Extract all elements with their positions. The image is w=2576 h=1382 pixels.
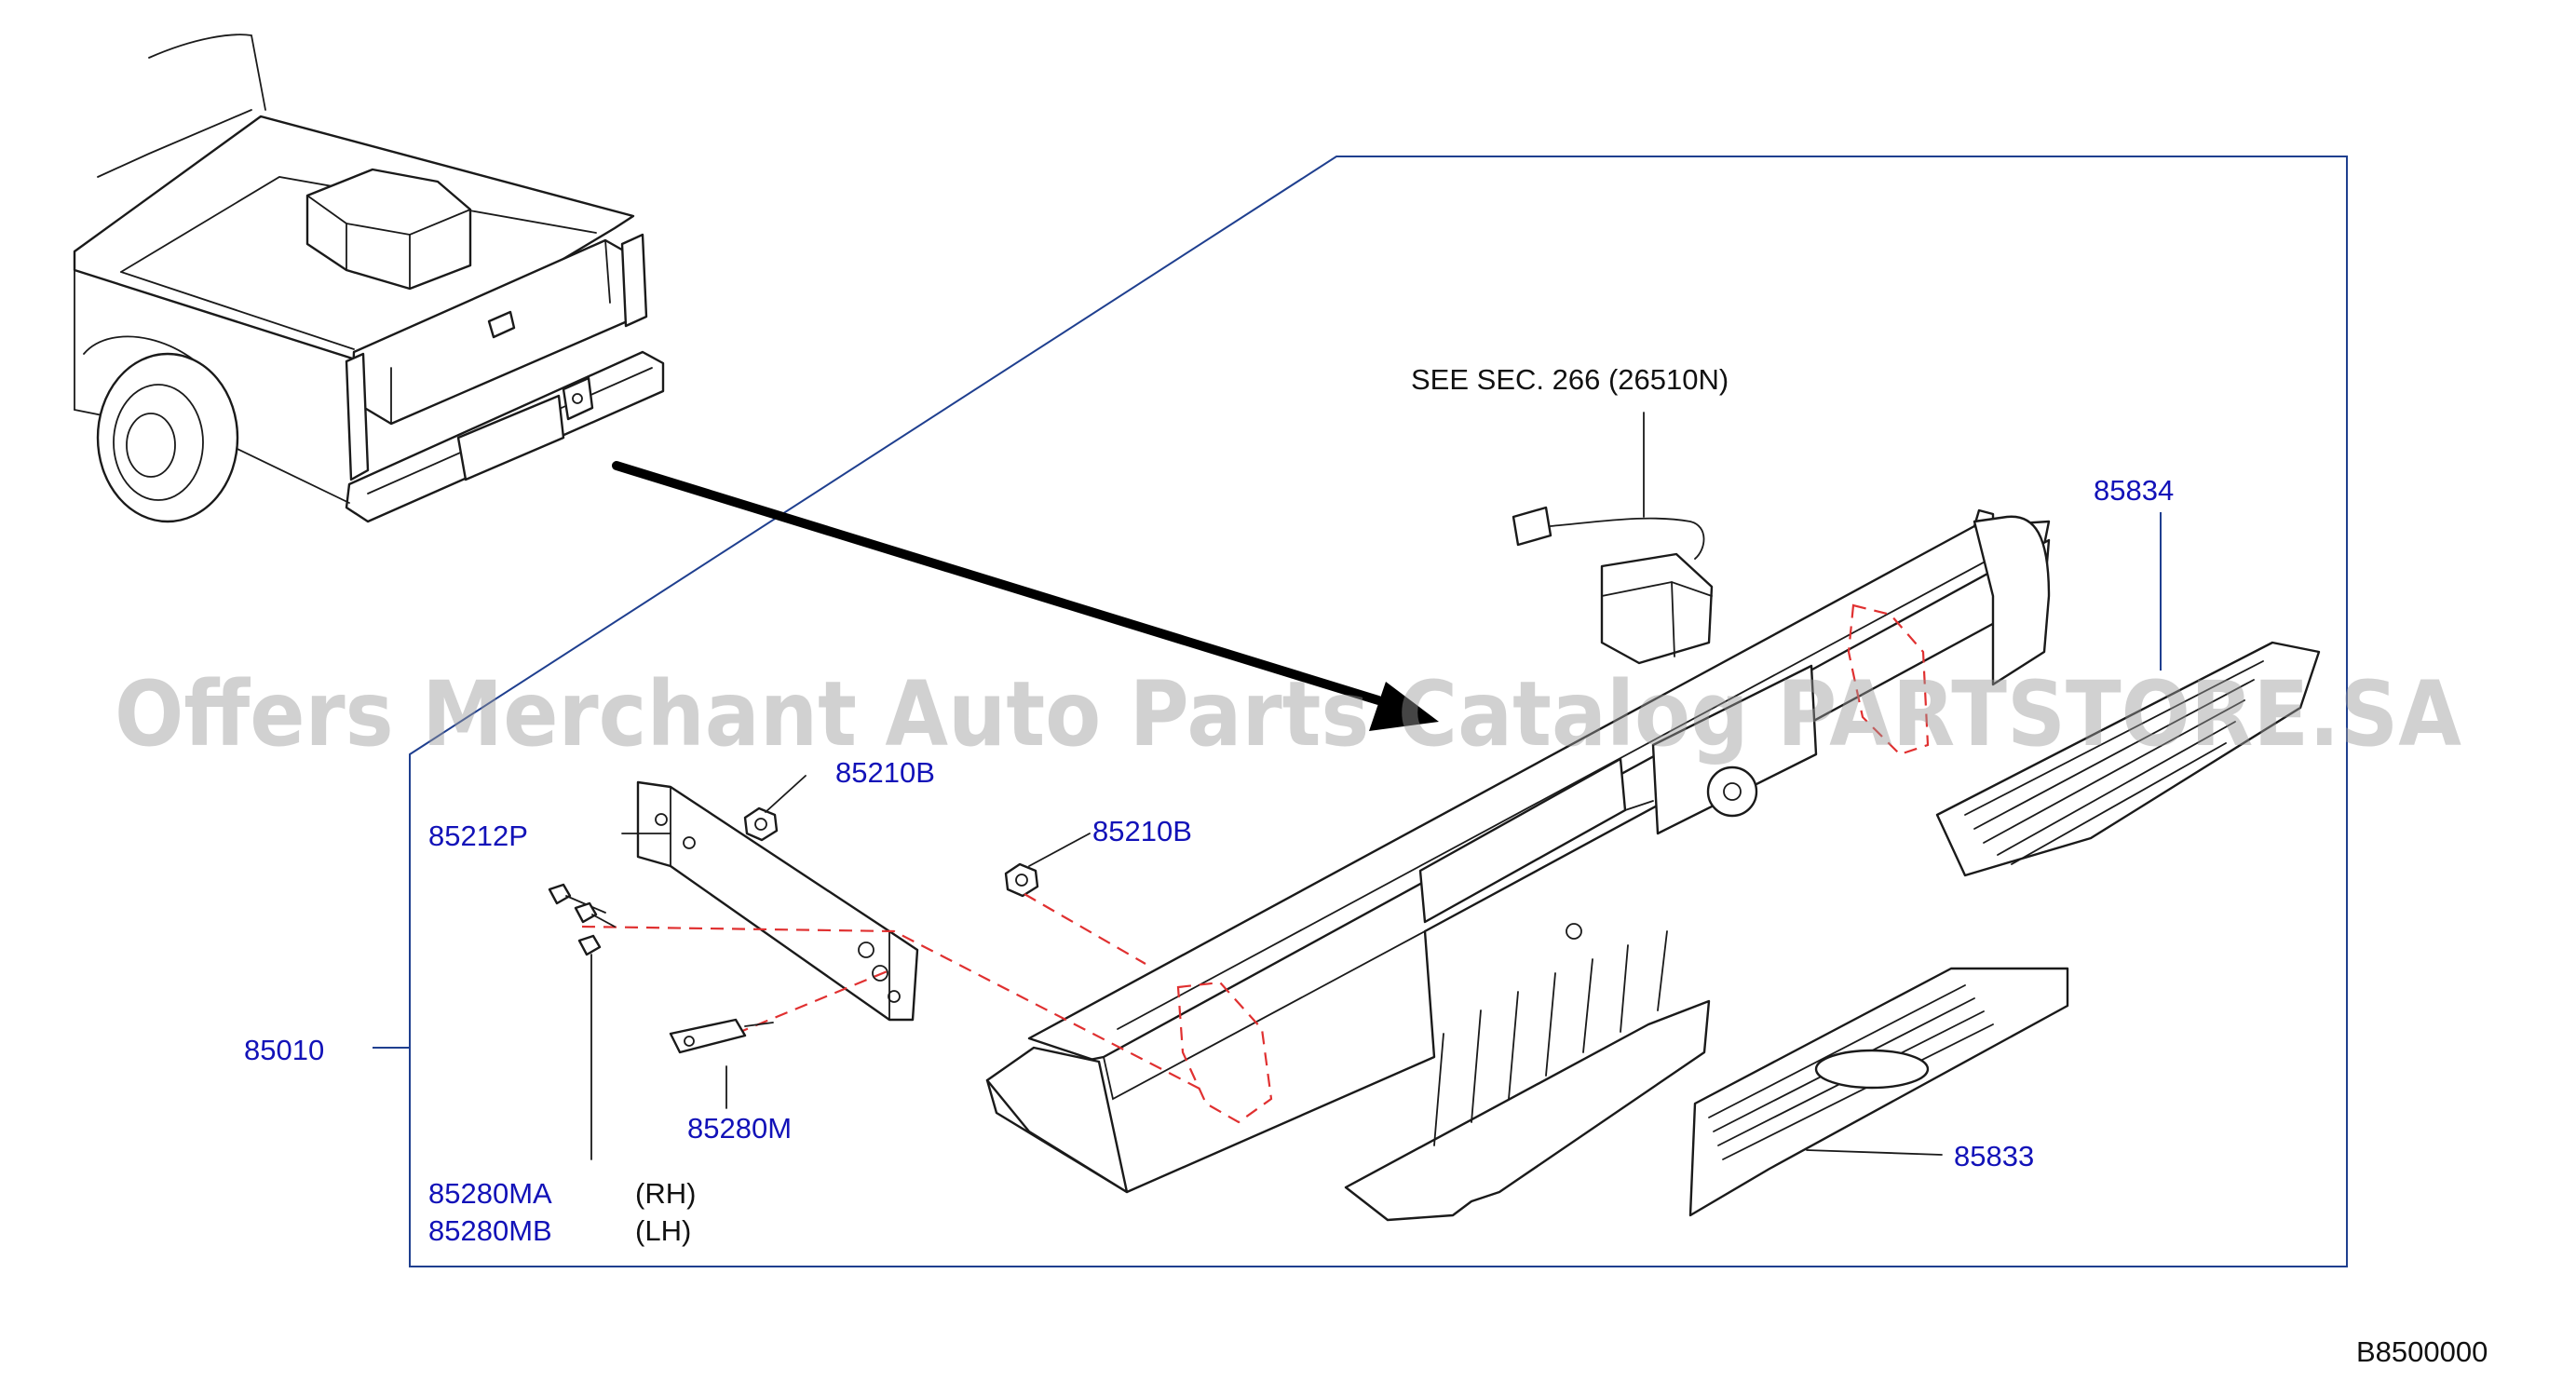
see-section-note: SEE SEC. 266 (26510N) — [1411, 363, 1729, 396]
side-label-rh: (RH) — [635, 1177, 696, 1210]
part-label-85833[interactable]: 85833 — [1954, 1140, 2034, 1172]
part-label-85280m[interactable]: 85280M — [687, 1112, 792, 1145]
step-pad-85834-illustration — [1935, 641, 2321, 877]
watermark-text: Offers Merchant Auto Parts Catalog PARTS… — [115, 662, 2461, 766]
part-label-85834[interactable]: 85834 — [2094, 474, 2174, 507]
rear-bumper-illustration — [985, 508, 2051, 1194]
part-label-85210b-upper[interactable]: 85210B — [835, 756, 935, 789]
step-pad-85833-illustration — [1688, 967, 2069, 1217]
bolt-85280ma-mb-illustration — [548, 883, 616, 956]
step-pad-lower-illustration — [1344, 930, 1711, 1222]
license-lamp-illustration — [1512, 506, 1714, 665]
bolt-85280m-illustration — [669, 1018, 774, 1054]
part-label-85010[interactable]: 85010 — [244, 1034, 324, 1066]
side-label-lh: (LH) — [635, 1214, 691, 1247]
nut-85210b-lower-illustration — [1004, 862, 1146, 965]
leader-85210b-upper — [765, 775, 807, 813]
leader-85210b-lower — [1028, 833, 1091, 867]
location-arrow — [612, 461, 1439, 731]
diagram-code: B8500000 — [2356, 1335, 2488, 1368]
part-label-85212p[interactable]: 85212P — [428, 820, 528, 852]
bracket-85212p-illustration — [581, 780, 1202, 1091]
part-label-85210b-lower[interactable]: 85210B — [1092, 815, 1192, 847]
truck-overview-illustration — [73, 34, 665, 523]
nut-85210b-upper-illustration — [743, 806, 779, 842]
part-label-85280ma[interactable]: 85280MA — [428, 1177, 552, 1210]
leader-85833 — [1806, 1149, 1943, 1156]
exploded-view-frame — [409, 156, 2348, 1267]
part-label-85280mb[interactable]: 85280MB — [428, 1214, 552, 1247]
